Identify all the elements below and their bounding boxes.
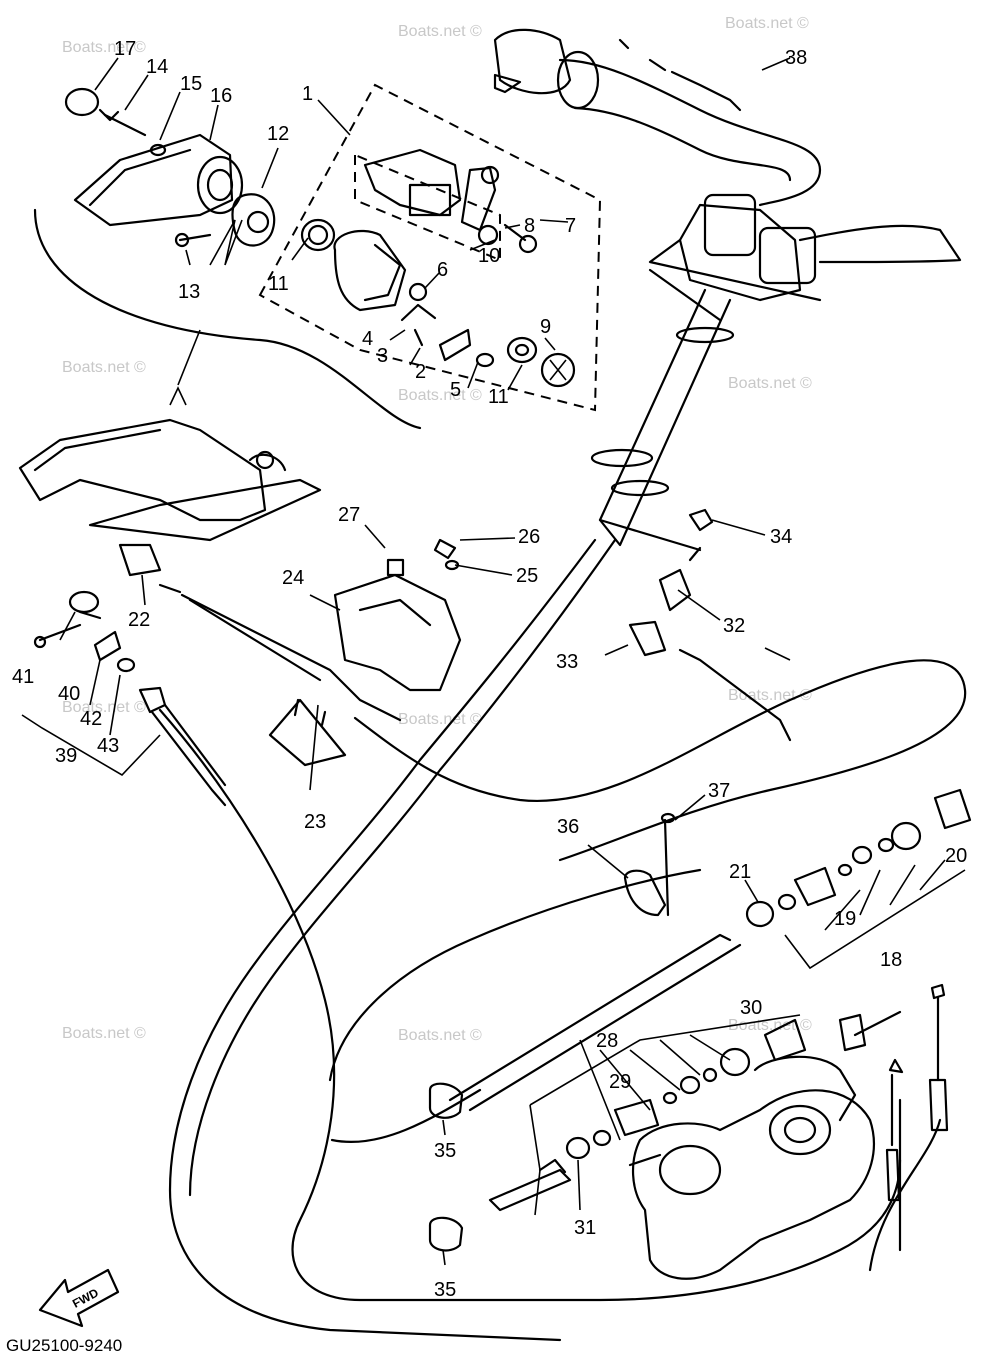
callout-35: 35 [434,1140,456,1162]
callout-6: 6 [437,259,448,281]
choke-cable-assembly [448,788,972,1112]
watermark-text: Boats.net © [62,39,146,56]
callout-32: 32 [723,615,745,637]
switch-assembly-group [258,83,602,412]
callout-35: 35 [434,1279,456,1301]
callout-28: 28 [596,1030,618,1052]
callout-27: 27 [338,504,360,526]
leader-lines [59,57,791,1266]
watermark-text: Boats.net © [62,359,146,376]
callout-2: 2 [415,361,426,383]
callout-37: 37 [708,780,730,802]
callout-33: 33 [556,651,578,673]
callout-26: 26 [518,526,540,548]
callout-17: 17 [114,38,136,60]
callout-20: 20 [945,845,967,867]
callout-11: 11 [268,273,289,295]
callout-4: 4 [362,328,373,350]
callout-29: 29 [609,1071,631,1093]
callout-23: 23 [304,811,326,833]
callout-21: 21 [729,861,751,883]
handlebar-assembly [493,28,962,562]
callout-30: 30 [740,997,762,1019]
callout-42: 42 [80,708,102,730]
lower-cable-assembly [428,1014,807,1252]
watermark-text: Boats.net © [398,1027,482,1044]
cable-routing [33,208,967,1342]
callout-11: 11 [488,386,509,408]
callout-41: 41 [12,666,34,688]
callout-39: 39 [55,745,77,767]
lever-detail [18,329,322,542]
watermark-text: Boats.net © [62,699,146,716]
callout-36: 36 [557,816,579,838]
watermark-text: Boats.net © [398,23,482,40]
callout-9: 9 [540,316,551,338]
watermark-text: Boats.net © [728,375,812,392]
right-fitting-parts [628,508,792,742]
callout-5: 5 [450,379,461,401]
fwd-arrow-icon: FWD [38,1268,120,1328]
callout-10: 10 [478,245,500,267]
watermark-text: Boats.net © [398,711,482,728]
callout-31: 31 [574,1217,596,1239]
callout-24: 24 [282,567,304,589]
callout-38: 38 [785,47,807,69]
callout-16: 16 [210,85,232,107]
callout-15: 15 [180,73,202,95]
watermark-text: Boats.net © [725,15,809,32]
watermark-text: Boats.net © [62,1025,146,1042]
carburetor-assembly [628,983,949,1280]
callout-14: 14 [146,56,168,78]
callout-labels: 17 14 15 16 12 1 11 13 38 7 8 10 6 4 3 2… [12,38,967,1301]
callout-12: 12 [267,123,289,145]
callout-43: 43 [97,735,119,757]
throttle-cable-assembly [118,538,462,767]
callout-3: 3 [377,345,388,367]
diagram-code: GU25100-9240 [6,1336,122,1355]
watermark-text: Boats.net © [398,387,482,404]
callout-19: 19 [834,908,856,930]
watermark-layer: Boats.net © Boats.net © Boats.net © Boat… [62,15,812,1044]
callout-1: 1 [302,83,313,105]
callout-25: 25 [516,565,538,587]
callout-18: 18 [880,949,902,971]
callout-7: 7 [565,215,576,237]
callout-34: 34 [770,526,792,548]
callout-8: 8 [524,215,535,237]
left-fitting-parts [21,590,227,807]
callout-13: 13 [178,281,200,303]
callout-40: 40 [58,683,80,705]
throttle-lever-assembly [64,87,276,266]
callout-22: 22 [128,609,150,631]
